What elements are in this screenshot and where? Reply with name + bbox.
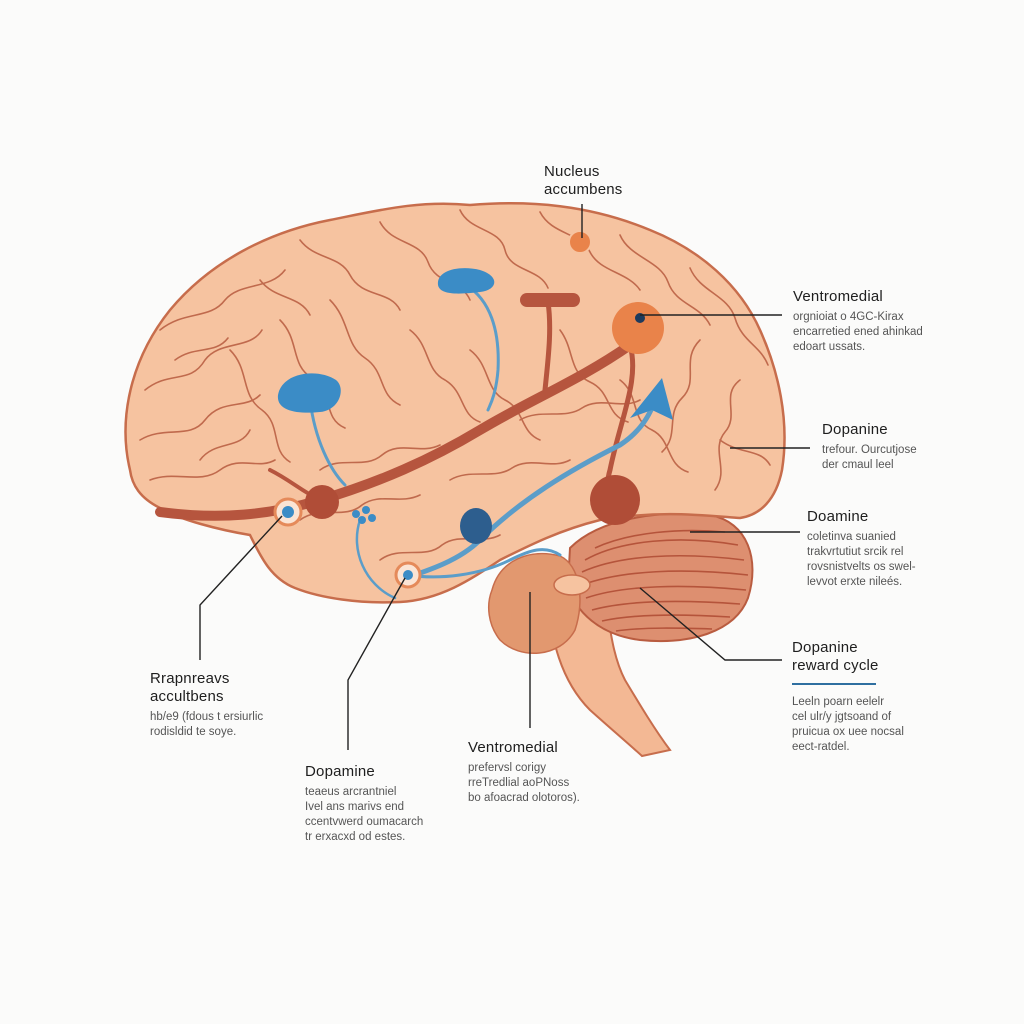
desc-line: cel ulr/y jgtsoand of (792, 711, 892, 723)
temporal-pocket (487, 552, 581, 655)
cerebellum (566, 512, 754, 642)
label-reward-cycle: Dopanine reward cycle Leeln poarn eelelr… (792, 639, 992, 755)
desc-line: der cmaul leel (822, 459, 894, 471)
label-title-line-2: accumbens (544, 181, 623, 198)
desc-line: Ivel ans marivs end (305, 801, 405, 813)
label-nucleus-accumbens: Nucleus accumbens (544, 163, 623, 199)
orange-node-ventromedial (612, 302, 664, 354)
label-title-line-1: Dopanine (792, 639, 858, 656)
desc-line: encarretied ened ahinkad (793, 326, 923, 338)
desc-line: pruicua ox uee nocsal (792, 726, 904, 738)
desc-line: trefour. Ourcutjose (822, 444, 917, 456)
nucleus-top-node (568, 230, 592, 254)
pathway-nodes (273, 230, 664, 596)
label-raphe-accumbens: Rrapnreavs accultbens hb/e9 (fdous t ers… (150, 670, 350, 740)
label-title-line-1: Nucleus (544, 163, 600, 180)
red-bar-node (520, 293, 580, 307)
leader-lines (199, 204, 810, 750)
stem-junction-node (553, 574, 591, 596)
accent-rule (792, 683, 876, 685)
desc-line: rovsnistvelts os swel- (807, 561, 916, 573)
label-description: hb/e9 (fdous t ersiurlic rodisldid te so… (150, 710, 350, 740)
label-title: Dopamine (305, 763, 375, 780)
label-title: Doamine (807, 508, 869, 525)
dark-blue-node (460, 508, 492, 544)
label-description: coletinva suanied trakvrtutiut srcik rel… (807, 530, 1007, 590)
desc-line: teaeus arcrantniel (305, 786, 397, 798)
label-dopamine-right-1: Dopanine trefour. Ourcutjose der cmaul l… (822, 421, 1012, 473)
label-title: Dopanine (822, 421, 888, 438)
desc-line: tr erxacxd od estes. (305, 831, 406, 843)
desc-line: prefervsl corigy (468, 762, 546, 774)
brainstem (543, 590, 672, 758)
label-ventromedial-right: Ventromedial orgnioiat o 4GC-Kirax encar… (793, 288, 1013, 355)
ring-node-bottom-core (403, 570, 413, 580)
red-node-right (590, 475, 640, 525)
label-title-line-2: reward cycle (792, 657, 879, 674)
label-description: Leeln poarn eelelr cel ulr/y jgtsoand of… (792, 695, 992, 755)
ring-node-left-core (282, 506, 294, 518)
raphe-cluster-icon (352, 506, 376, 524)
label-title-line-1: Rrapnreavs (150, 670, 230, 687)
desc-line: orgnioiat o 4GC-Kirax (793, 311, 904, 323)
desc-line: bo afoacrad olotoros). (468, 792, 580, 804)
gyri-folds (139, 209, 771, 561)
label-dopamine-right-2: Doamine coletinva suanied trakvrtutiut s… (807, 508, 1007, 590)
red-node-center (305, 485, 339, 519)
label-description: orgnioiat o 4GC-Kirax encarretied ened a… (793, 310, 1013, 355)
desc-line: trakvrtutiut srcik rel (807, 546, 904, 558)
label-ventromedial-bottom: Ventromedial prefervsl corigy rreTredlia… (468, 739, 678, 806)
blue-node-left (277, 373, 341, 413)
desc-line: ccentvwerd oumacarch (305, 816, 424, 828)
label-title: Ventromedial (793, 288, 883, 305)
desc-line: Leeln poarn eelelr (792, 696, 885, 708)
desc-line: edoart ussats. (793, 341, 866, 353)
label-dopamine-bottom: Dopamine teaeus arcrantniel Ivel ans mar… (305, 763, 505, 845)
blue-pathway (308, 283, 658, 600)
desc-line: coletinva suanied (807, 531, 896, 543)
label-title-line-2: accultbens (150, 688, 224, 705)
blue-node-top (437, 268, 495, 294)
desc-line: rreTredlial aoPNoss (468, 777, 570, 789)
label-description: prefervsl corigy rreTredlial aoPNoss bo … (468, 761, 678, 806)
label-title: Ventromedial (468, 739, 558, 756)
pathway-arrow-icon (630, 378, 673, 420)
desc-line: rodisldid te soye. (150, 726, 237, 738)
desc-line: levvot erxte nileés. (807, 576, 903, 588)
label-description: teaeus arcrantniel Ivel ans marivs end c… (305, 785, 505, 845)
desc-line: hb/e9 (fdous t ersiurlic (150, 711, 264, 723)
label-description: trefour. Ourcutjose der cmaul leel (822, 443, 1012, 473)
desc-line: eect-ratdel. (792, 741, 850, 753)
